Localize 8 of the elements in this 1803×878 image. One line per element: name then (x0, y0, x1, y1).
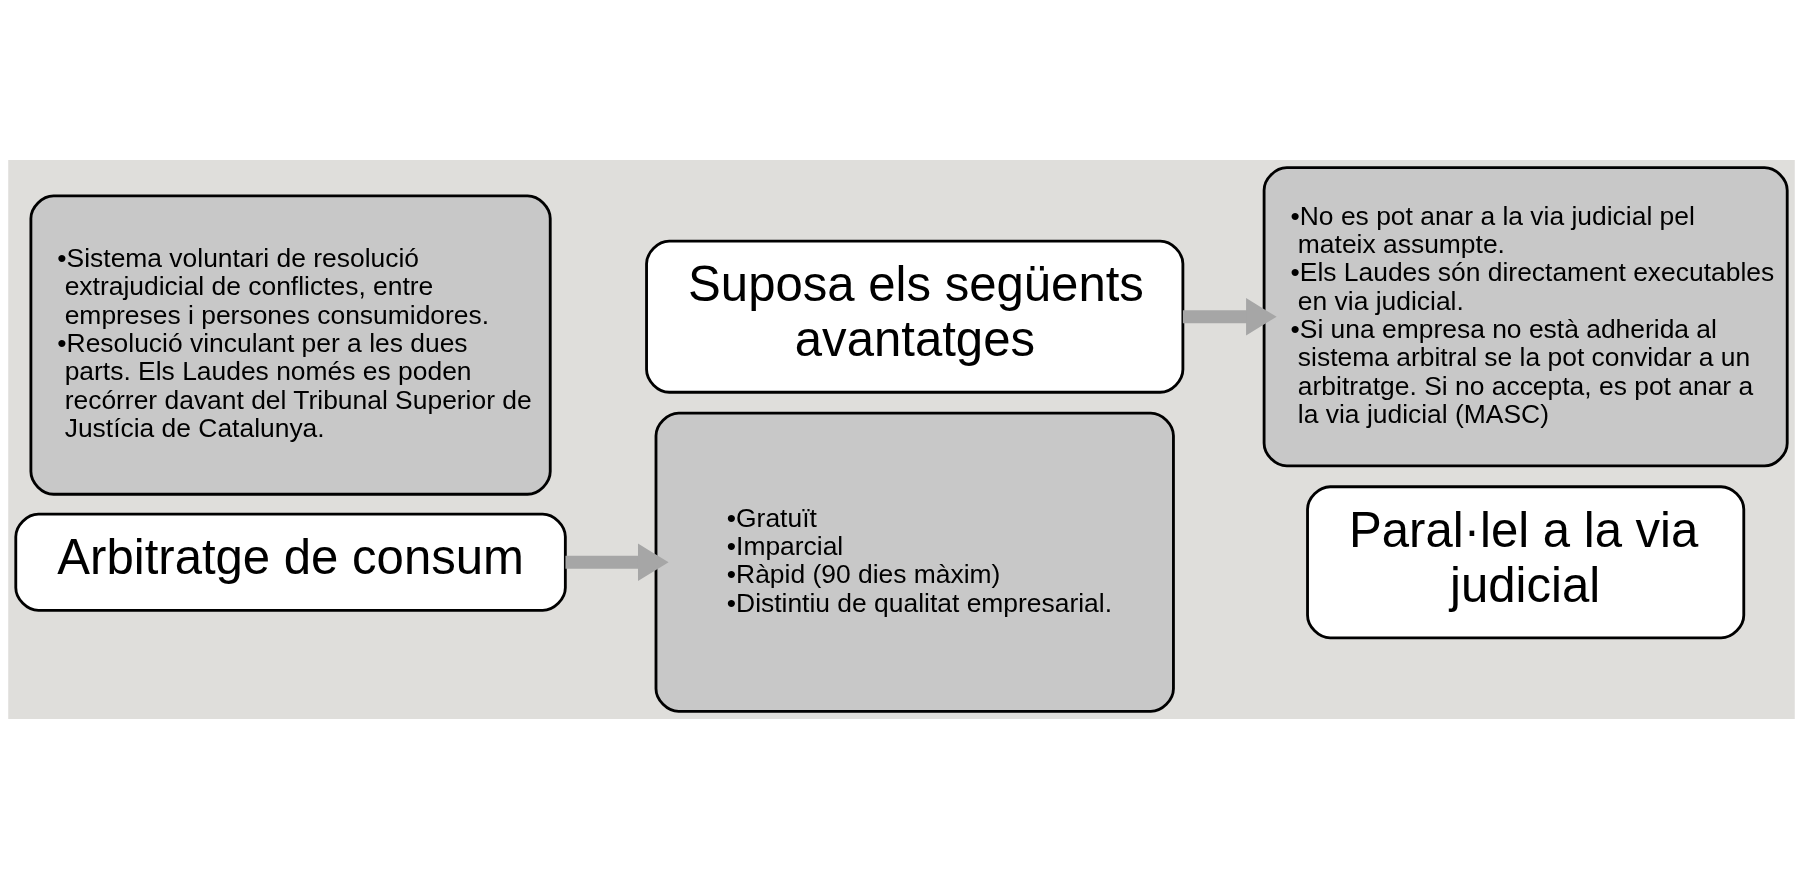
node-box: •Sistema voluntari de resolució extrajudicial de conflictes, entre empreses i persones consumidores. •Resolució vinculant per a les dues parts. Els Laudes només es poden recórrer davant del Tribunal Superior de Justícia de Catalunya. (29, 193, 552, 496)
node-box: Suposa els següents avantatges (645, 239, 1185, 394)
node-box: •No es pot anar a la via judicial pel mateix assumpte. •Els Laudes són directament executables en via judicial. •Si una empresa no està adherida al sistema arbitral se la pot convidar a un arbitratge. Si no accepta, es pot anar a la via judicial (MASC) (1262, 165, 1789, 467)
node-box: Paral·lel a la via judicial (1306, 484, 1746, 639)
arrow (1182, 297, 1277, 335)
node-box: •Gratuït •Imparcial •Ràpid (90 dies màxim) •Distintiu de qualitat empresarial. (654, 411, 1175, 713)
arrow (565, 543, 669, 581)
node-box: Arbitratge de consum (14, 512, 567, 612)
